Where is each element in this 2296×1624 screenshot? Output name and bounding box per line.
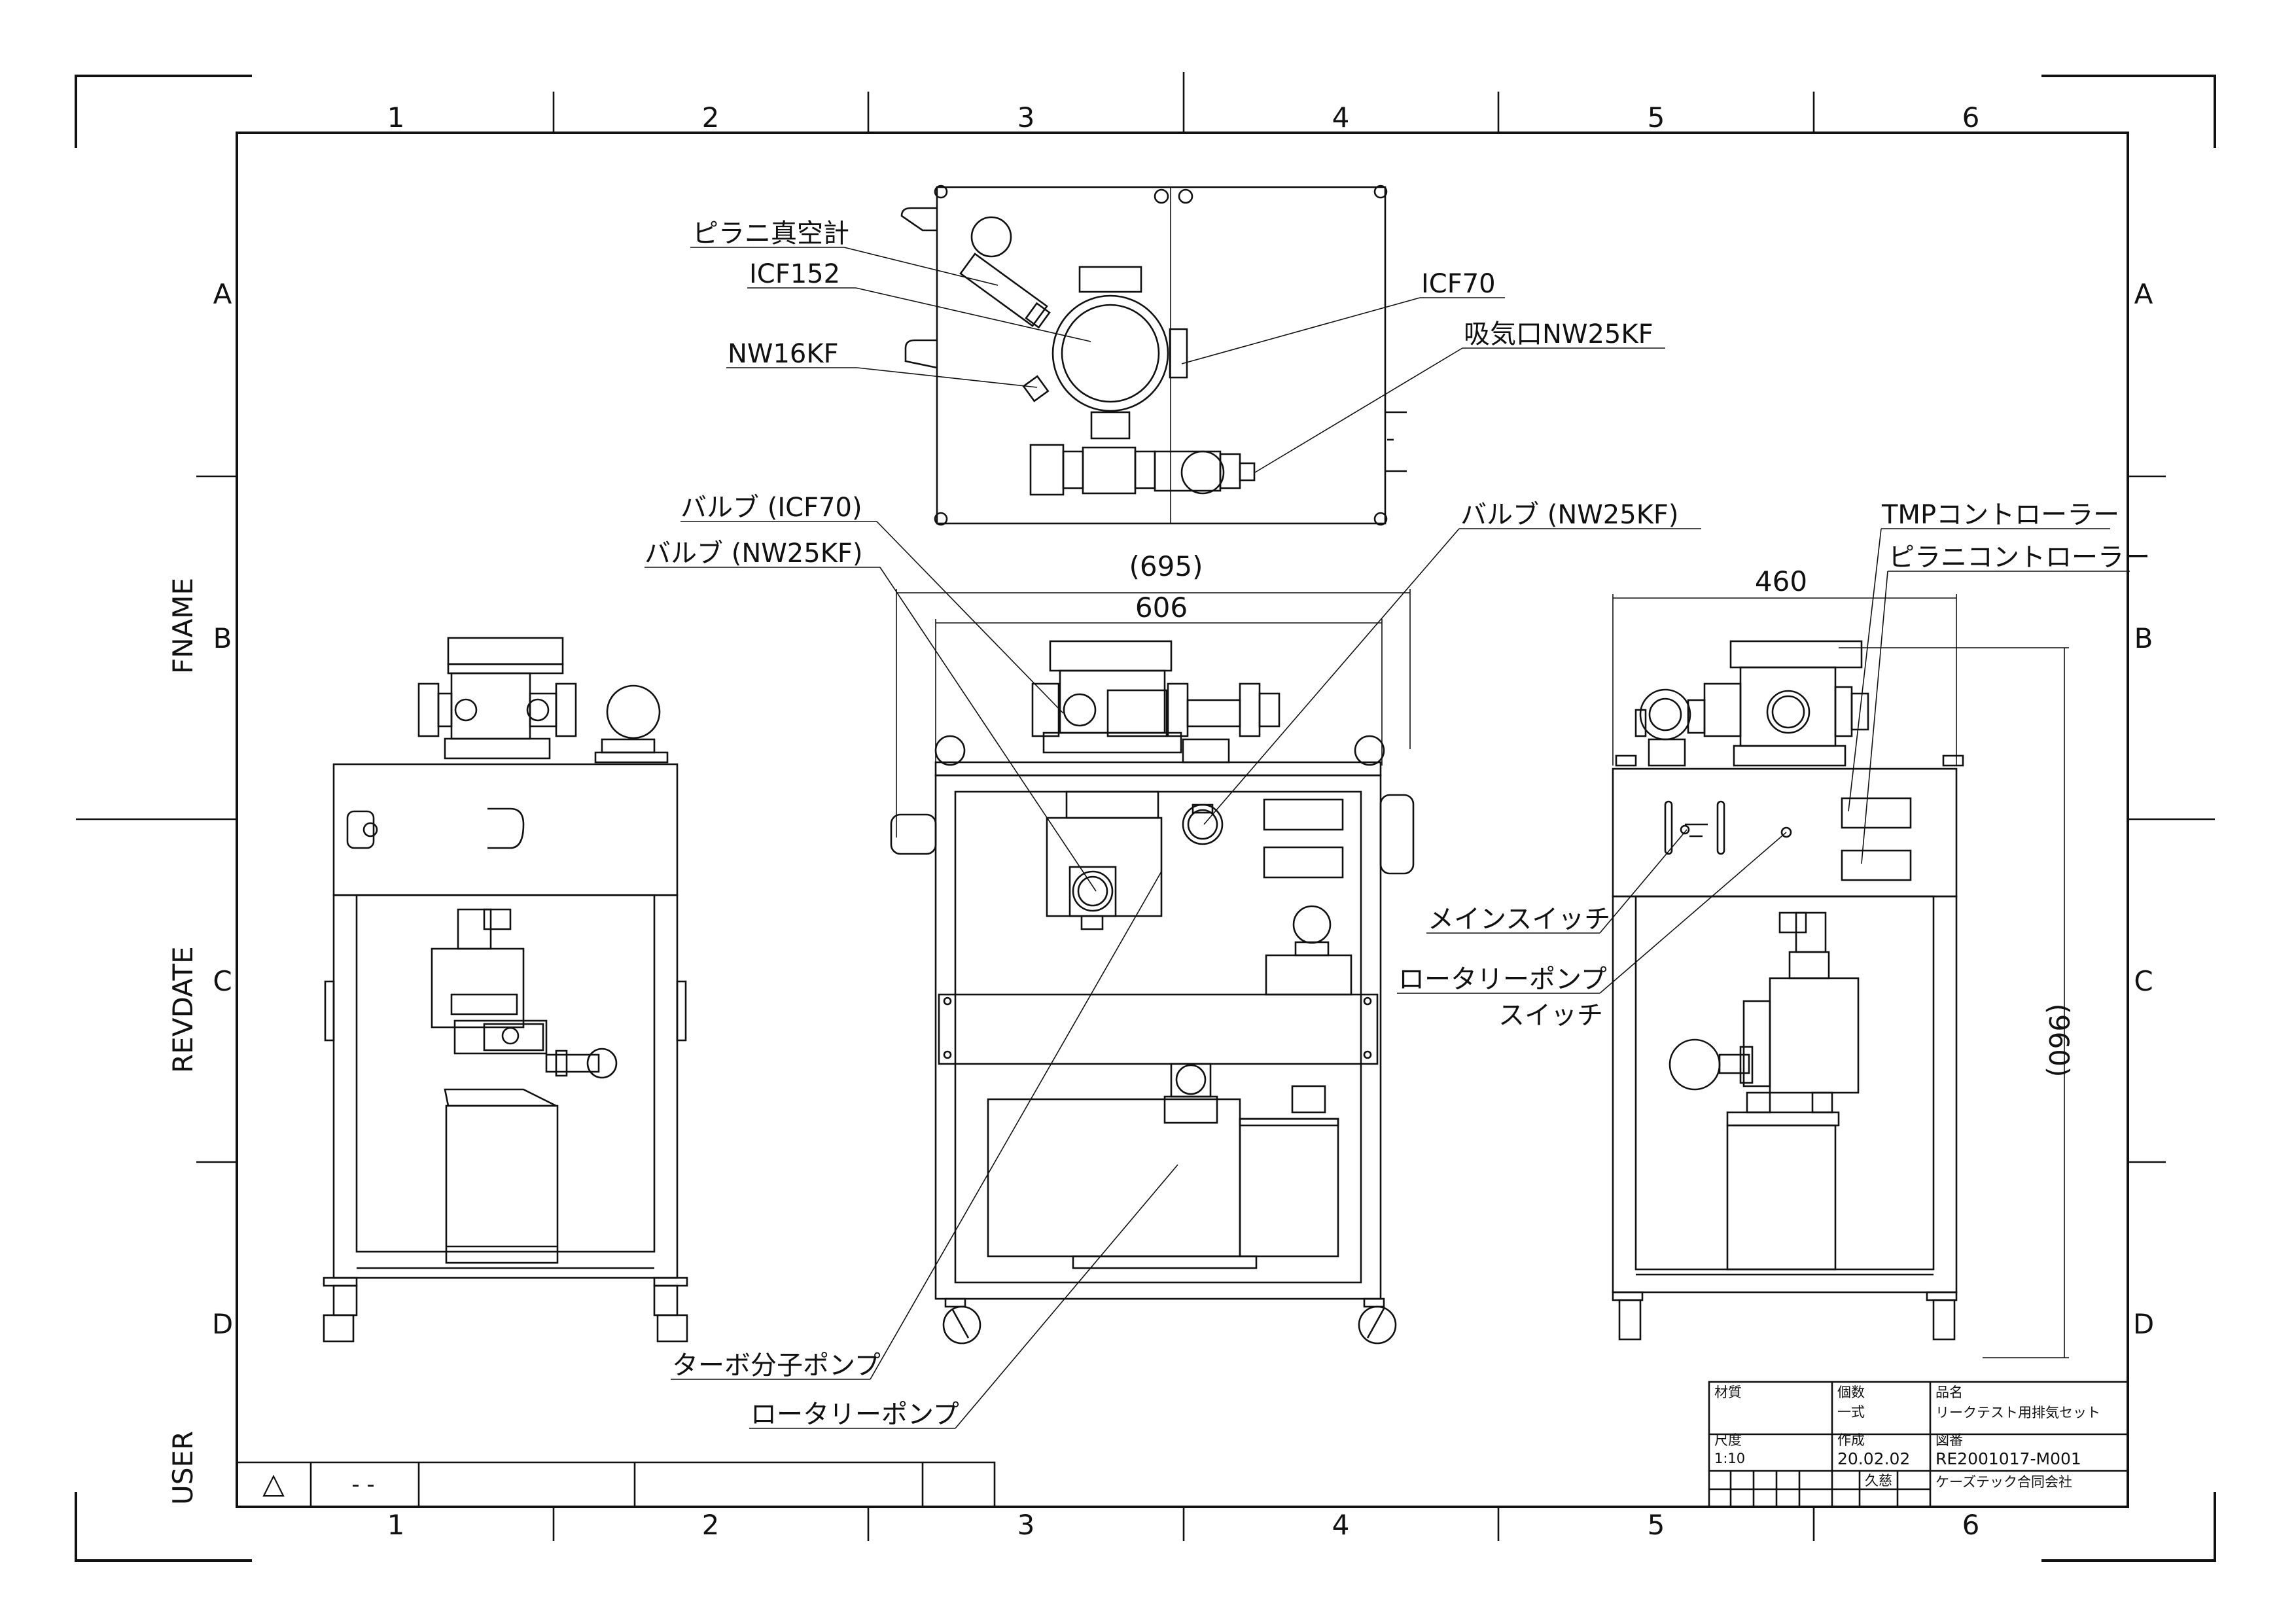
dimension-overall-width: (695) [1129, 550, 1203, 582]
col-label: 4 [1332, 1509, 1350, 1541]
tb-scale-value: 1:10 [1714, 1451, 1745, 1466]
col-label: 3 [1017, 101, 1035, 133]
tb-drawing-no-value: RE2001017-M001 [1935, 1449, 2081, 1468]
col-label: 2 [702, 1509, 720, 1541]
tb-name-value: リークテスト用排気セット [1935, 1405, 2100, 1421]
left-side-view [323, 637, 688, 1343]
tb-material-label: 材質 [1714, 1385, 1742, 1400]
label-rotary-pump: ロータリーポンプ [751, 1400, 959, 1430]
dimension-height: (960) [2043, 1004, 2075, 1078]
label-inlet: 吸気口NW25KF [1464, 319, 1653, 349]
row-label: B [2134, 622, 2153, 654]
title-block [1708, 1381, 2129, 1508]
row-label: D [212, 1308, 233, 1340]
label-rotary-switch-suffix: スイッチ [1498, 1000, 1603, 1031]
label-nw16kf: NW16KF [728, 339, 839, 369]
crop-marks [75, 75, 2216, 1562]
side-tag-revdate: REVDATE [167, 946, 199, 1073]
row-label: A [213, 278, 232, 310]
label-pirani-controller: ピラニコントローラー [1888, 542, 2150, 573]
label-icf152: ICF152 [749, 259, 840, 289]
revision-value: - - [351, 1472, 374, 1498]
revision-symbol: △ [262, 1467, 285, 1500]
tb-quantity-value: 一式 [1837, 1404, 1865, 1420]
dimension-frame-width: 606 [1135, 591, 1188, 624]
label-valve-nw25kf-right: バルブ (NW25KF) [1460, 500, 1679, 530]
col-label: 1 [387, 101, 405, 133]
col-label: 5 [1648, 101, 1665, 133]
tb-company: ケーズテック合同会社 [1935, 1474, 2072, 1490]
col-label: 2 [702, 101, 720, 133]
label-pirani-gauge: ピラニ真空計 [692, 219, 849, 249]
row-label: A [2134, 278, 2153, 310]
dimension-depth: 460 [1755, 565, 1807, 597]
drawing-border [236, 132, 2129, 1508]
tb-scale-label: 尺度 [1714, 1432, 1742, 1448]
tb-name-label: 品名 [1935, 1385, 1963, 1400]
col-label: 4 [1332, 101, 1350, 133]
row-label: C [213, 965, 232, 997]
tb-created-label: 作成 [1837, 1432, 1865, 1448]
tb-created-value: 20.02.02 [1837, 1449, 1910, 1468]
label-tmp-controller: TMPコントローラー [1881, 500, 2119, 530]
side-tag-user: USER [167, 1431, 199, 1505]
label-rotary-switch: ロータリーポンプ [1398, 964, 1607, 995]
col-label: 3 [1017, 1509, 1035, 1541]
dimension-lines [896, 589, 2069, 1358]
row-label: C [2134, 965, 2153, 997]
col-label: 6 [1962, 101, 1980, 133]
col-label: 6 [1962, 1509, 1980, 1541]
row-label: D [2133, 1308, 2154, 1340]
revision-strip [237, 1461, 996, 1507]
col-label: 1 [387, 1509, 405, 1541]
col-label: 5 [1648, 1509, 1665, 1541]
label-valve-nw25kf-left: バルブ (NW25KF) [645, 538, 863, 569]
tb-drawing-no-label: 図番 [1935, 1432, 1963, 1448]
label-icf70: ICF70 [1421, 269, 1496, 299]
right-side-view [1612, 640, 1964, 1341]
side-tag-fname: FNAME [167, 578, 199, 674]
label-turbo-pump: ターボ分子ポンプ [672, 1350, 881, 1381]
label-main-switch: メインスイッチ [1428, 904, 1610, 934]
label-valve-icf70: バルブ (ICF70) [680, 493, 862, 523]
tb-author: 久慈 [1865, 1473, 1892, 1489]
leader-lines [645, 247, 2130, 1429]
row-label: B [213, 622, 232, 654]
tb-quantity-label: 個数 [1837, 1385, 1865, 1400]
zone-ticks [76, 72, 2215, 1541]
front-view [890, 640, 1415, 1345]
top-view [900, 185, 1407, 526]
